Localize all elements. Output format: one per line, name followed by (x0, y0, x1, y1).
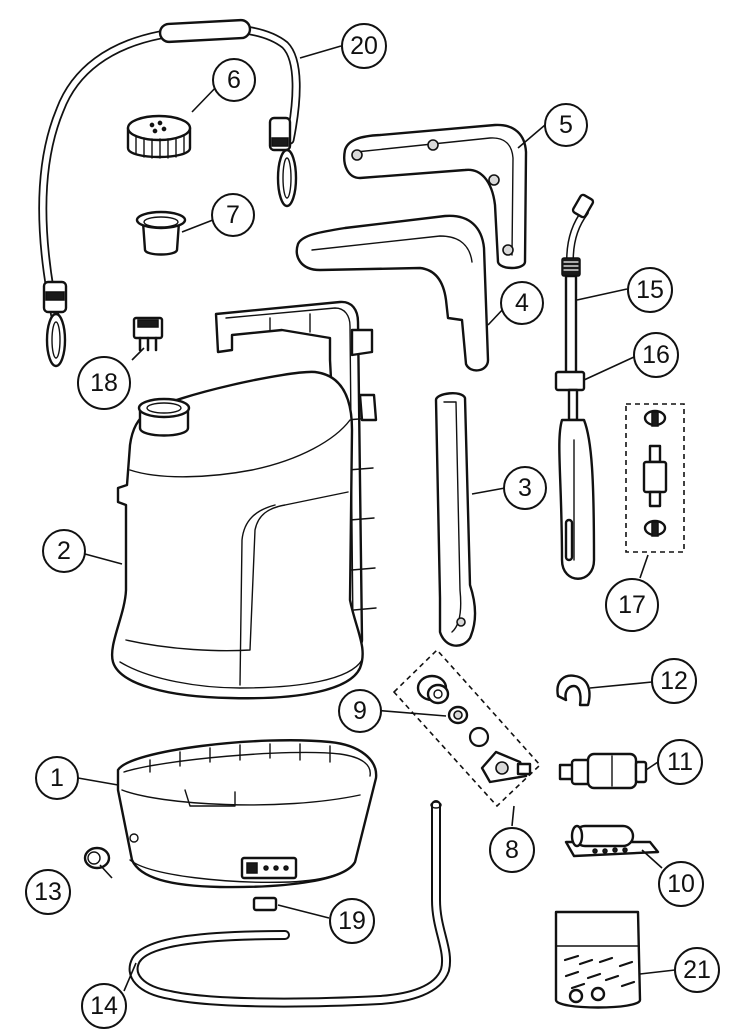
callout-18-label: 18 (90, 369, 118, 397)
part-small-insert (252, 896, 278, 912)
part-hardware-bag (554, 910, 642, 1009)
part-battery-board (564, 824, 660, 858)
callout-20: 20 (341, 23, 387, 69)
callout-10-label: 10 (667, 870, 695, 898)
callout-9-label: 9 (353, 697, 367, 725)
part-drain-plug (83, 846, 111, 870)
part-pump-motor (558, 752, 648, 790)
callout-20-label: 20 (350, 32, 378, 60)
part-tank (110, 300, 378, 700)
callout-15: 15 (627, 267, 673, 313)
part-hose (128, 800, 452, 1008)
callout-7: 7 (211, 193, 255, 237)
callout-16: 16 (633, 332, 679, 378)
callout-21-label: 21 (683, 956, 711, 984)
callout-3-label: 3 (518, 474, 532, 502)
callout-1: 1 (35, 756, 79, 800)
callout-19: 19 (329, 898, 375, 944)
callout-5-label: 5 (559, 111, 573, 139)
callout-6-label: 6 (227, 66, 241, 94)
callout-8: 8 (489, 827, 535, 873)
part-fitting-kit (625, 403, 685, 553)
part-filler-cap (126, 114, 192, 159)
callout-6: 6 (212, 58, 256, 102)
callout-17-label: 17 (618, 591, 646, 619)
callout-2: 2 (42, 529, 86, 573)
part-mounting-clip (556, 674, 591, 707)
callout-14-label: 14 (90, 992, 118, 1020)
callout-17: 17 (605, 578, 659, 632)
callout-14: 14 (81, 983, 127, 1029)
part-base-tray (116, 739, 378, 889)
part-shoulder-strap (38, 18, 301, 368)
callout-15-label: 15 (636, 276, 664, 304)
callout-7-label: 7 (226, 201, 240, 229)
callout-5: 5 (544, 103, 588, 147)
callout-11-label: 11 (667, 748, 693, 776)
callout-9: 9 (338, 689, 382, 733)
callout-13-label: 13 (34, 878, 62, 906)
callout-3: 3 (503, 466, 547, 510)
part-spray-lance (554, 193, 596, 580)
part-valve-assembly (392, 648, 542, 808)
part-handle-top-cover (343, 123, 528, 270)
callout-4: 4 (500, 281, 544, 325)
callout-13: 13 (25, 869, 71, 915)
part-rocker-switch (132, 316, 164, 352)
callout-16-label: 16 (642, 341, 670, 369)
callout-12-label: 12 (660, 667, 688, 695)
part-side-rail (434, 392, 477, 647)
part-strainer-basket (135, 210, 187, 256)
part-handle-bottom-cover (295, 214, 490, 372)
callout-12: 12 (651, 658, 697, 704)
callout-18: 18 (77, 356, 131, 410)
callout-2-label: 2 (57, 537, 71, 565)
callout-10: 10 (658, 861, 704, 907)
callout-21: 21 (674, 947, 720, 993)
callout-11: 11 (657, 739, 703, 785)
callout-19-label: 19 (338, 907, 366, 935)
callout-8-label: 8 (505, 836, 519, 864)
callout-1-label: 1 (50, 764, 64, 792)
callout-4-label: 4 (515, 289, 529, 317)
